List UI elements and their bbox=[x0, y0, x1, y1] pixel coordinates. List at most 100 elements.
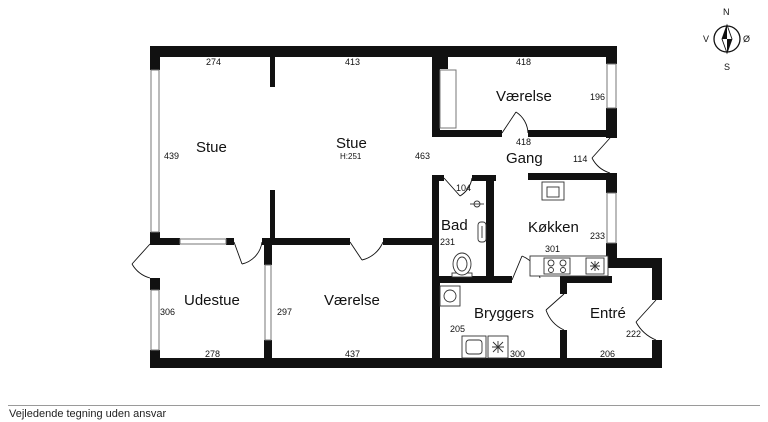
udestue-wall-left-lower bbox=[150, 350, 160, 368]
wall-stue-vaerelse-right bbox=[383, 238, 438, 245]
outer-wall-left-upper bbox=[150, 46, 160, 70]
bad-wall-top-right bbox=[472, 175, 496, 181]
room-label-udestue: Udestue bbox=[184, 292, 240, 309]
wall-stue-vaerelse bbox=[262, 238, 350, 245]
vaerelse-top-wall-bottom-left bbox=[432, 130, 502, 137]
dim-bad-side: 231 bbox=[440, 237, 455, 247]
dimension-labels: 274 413 418 196 418 439 463 114 104 231 … bbox=[160, 57, 641, 359]
room-label-vaerelse-top: Værelse bbox=[496, 88, 552, 105]
dim-stue-left-top: 274 bbox=[206, 57, 221, 67]
room-label-entre: Entré bbox=[590, 305, 626, 322]
outer-wall-bottom bbox=[150, 358, 662, 368]
vaerelse-top-corner bbox=[432, 57, 448, 69]
dim-gang-side: 114 bbox=[573, 154, 587, 164]
dim-stue-main-top: 413 bbox=[345, 57, 360, 67]
window-udestue-top bbox=[179, 238, 227, 245]
wall-udestue-vaerelse-top bbox=[264, 238, 272, 265]
entre-wall-left-lower bbox=[560, 330, 567, 368]
dim-stue-right-side: 463 bbox=[415, 151, 430, 161]
kitchen-sink-icon bbox=[541, 181, 565, 201]
dim-vaerelse-bottom-bottom: 437 bbox=[345, 349, 360, 359]
disclaimer-text: Vejledende tegning uden ansvar bbox=[9, 408, 167, 420]
outer-wall-right-mid bbox=[606, 108, 617, 138]
door-kitchen bbox=[511, 255, 523, 281]
room-label-kokken: Køkken bbox=[528, 219, 579, 236]
floor-plan: Stue Stue H:251 Værelse Gang Bad Køkken … bbox=[131, 7, 750, 368]
room-labels: Stue Stue H:251 Værelse Gang Bad Køkken … bbox=[184, 88, 626, 322]
room-label-stue-main: Stue bbox=[336, 135, 367, 152]
dim-vaerelse-top-bottom: 418 bbox=[516, 137, 531, 147]
fan-icon bbox=[585, 257, 605, 275]
utility-sink-icon bbox=[461, 335, 487, 359]
outer-wall-top bbox=[150, 46, 616, 57]
room-height-label: H:251 bbox=[340, 152, 362, 161]
window-vaerelse-top bbox=[606, 63, 617, 109]
door-vaerelse-top bbox=[501, 111, 517, 134]
windows bbox=[150, 63, 617, 351]
compass-east: Ø bbox=[743, 34, 750, 44]
utility-appliance-icon bbox=[487, 335, 509, 359]
outer-wall-entre-right-lower bbox=[652, 340, 662, 368]
outer-wall-entre-right-upper bbox=[652, 258, 662, 300]
window-vaerelse-bottom bbox=[264, 264, 272, 341]
bad-wall-bottom bbox=[432, 276, 494, 283]
door-entre-bryggers bbox=[545, 293, 565, 311]
washbasin-icon bbox=[477, 221, 487, 243]
shower-icon bbox=[470, 200, 484, 208]
compass-south: S bbox=[724, 62, 730, 72]
door-udestue bbox=[233, 241, 243, 265]
wall-udestue-vaerelse-bottom bbox=[264, 340, 272, 360]
dim-entre-side: 222 bbox=[626, 329, 641, 339]
dim-bryggers-bottom: 300 bbox=[510, 349, 525, 359]
room-label-stue-left: Stue bbox=[196, 139, 227, 156]
door-udestue-outer bbox=[131, 243, 151, 265]
outer-wall-right-kitchen-low bbox=[606, 243, 617, 263]
bad-wall-right bbox=[486, 175, 494, 283]
bryggers-wall-top-mid bbox=[494, 276, 512, 283]
bad-wall-left bbox=[432, 175, 439, 283]
dim-kokken-side: 233 bbox=[590, 231, 605, 241]
fixtures bbox=[439, 181, 609, 359]
room-label-vaerelse-bottom: Værelse bbox=[324, 292, 380, 309]
vaerelse-top-wall-bottom-right bbox=[528, 130, 616, 137]
outer-wall-right-top bbox=[606, 46, 617, 64]
dim-vaerelse-bottom-side: 297 bbox=[277, 307, 292, 317]
vaerelse-top-wall-left bbox=[432, 57, 440, 137]
footer-divider bbox=[8, 405, 760, 406]
door-bad bbox=[443, 177, 461, 197]
bryggers-wall-left bbox=[432, 276, 440, 368]
entre-wall-left-upper bbox=[560, 276, 567, 294]
stue-divider-top bbox=[270, 57, 275, 87]
door-vaerelse-bottom bbox=[349, 241, 363, 261]
outer-wall-entre-top bbox=[606, 258, 662, 268]
dim-stue-left-side: 439 bbox=[164, 151, 179, 161]
udestue-wall-left-upper bbox=[150, 278, 160, 290]
room-label-bryggers: Bryggers bbox=[474, 305, 534, 322]
door-gang bbox=[591, 137, 611, 159]
compass: N S Ø V bbox=[703, 7, 750, 72]
bad-wall-top-left bbox=[432, 175, 444, 181]
door-entre-outer bbox=[635, 299, 657, 323]
window-kitchen bbox=[606, 192, 617, 244]
kitchen-wall-top bbox=[528, 173, 616, 180]
dim-kokken-bottom: 301 bbox=[545, 244, 560, 254]
closet-vaerelse-top bbox=[439, 69, 457, 129]
outer-wall-right-kitchen bbox=[606, 173, 617, 193]
room-label-gang: Gang bbox=[506, 150, 543, 167]
room-label-bad: Bad bbox=[441, 217, 468, 234]
dim-vaerelse-top-side: 196 bbox=[590, 92, 605, 102]
wall-stue-udestue-left bbox=[150, 238, 180, 245]
wall-stue-udestue-mid bbox=[226, 238, 234, 245]
stue-divider-bottom bbox=[270, 190, 275, 240]
washing-machine-icon bbox=[439, 285, 461, 307]
dim-udestue-bottom: 278 bbox=[205, 349, 220, 359]
dim-entre-bottom: 206 bbox=[600, 349, 615, 359]
bryggers-entre-wall-top bbox=[560, 276, 612, 283]
dim-bad-top: 104 bbox=[456, 183, 471, 193]
dim-vaerelse-top-top: 418 bbox=[516, 57, 531, 67]
dim-udestue-side: 306 bbox=[160, 307, 175, 317]
toilet-icon bbox=[451, 252, 473, 278]
window-stue-left bbox=[150, 69, 160, 233]
compass-west: V bbox=[703, 34, 709, 44]
